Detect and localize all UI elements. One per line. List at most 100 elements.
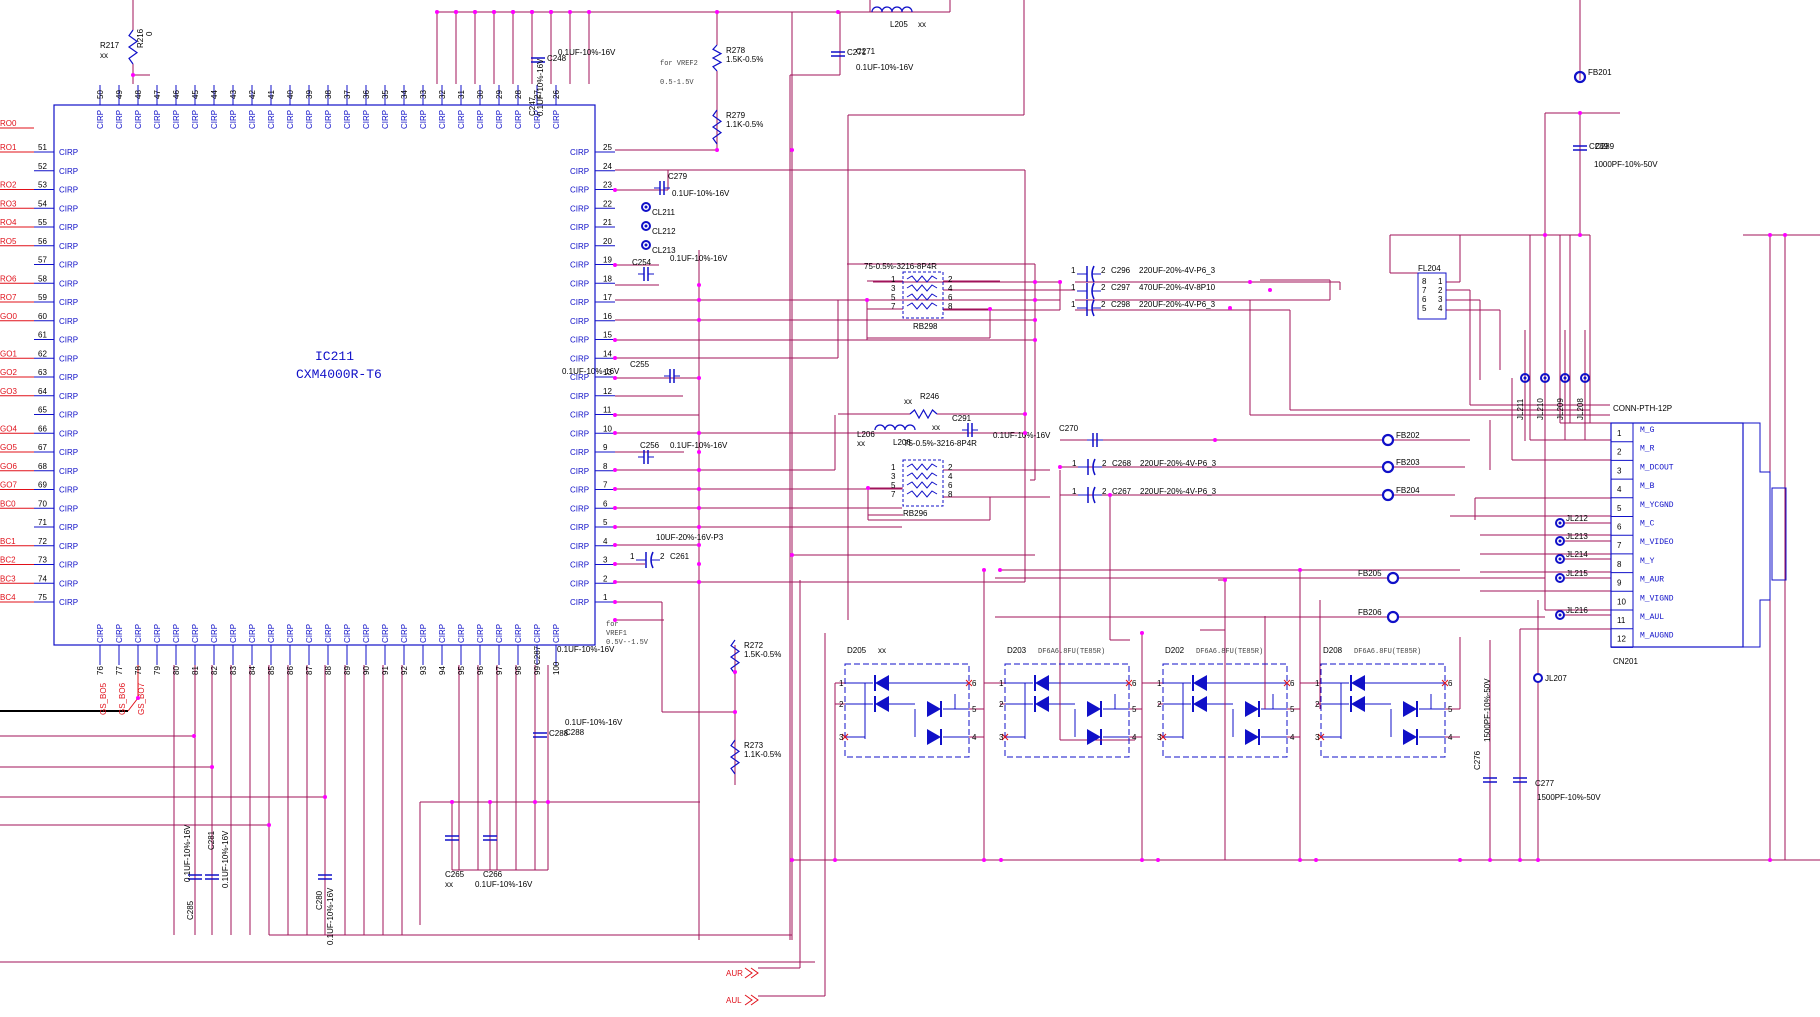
r217-val: xx [100, 51, 108, 60]
fl204-body[interactable] [1417, 272, 1447, 320]
junction-dot [323, 795, 327, 799]
resistor-icon[interactable] [127, 29, 139, 65]
ic-bottom-pin-num: 77 [115, 666, 124, 675]
c287-ref: C287 [533, 645, 542, 665]
ic-top-pin-name: CIRP [514, 110, 523, 129]
diode-triangle-icon [1245, 701, 1259, 717]
cap-pin2: 2 [1102, 487, 1107, 496]
ferrite-bead-icon[interactable] [1381, 488, 1395, 502]
ic-bottom-pin-num: 83 [229, 666, 238, 675]
junction-dot [613, 600, 617, 604]
cn201-pin-num: 11 [1617, 616, 1626, 625]
ic-top-pin-num: 26 [552, 90, 561, 99]
cap-pin1: 1 [1072, 459, 1077, 468]
ic-right-pin-name: CIRP [570, 448, 589, 457]
r246-resistor-icon[interactable] [909, 408, 938, 420]
jl-jl213-icon[interactable] [1555, 536, 1565, 546]
resistor-icon[interactable] [729, 639, 741, 675]
jumper-jl211-icon[interactable] [1520, 373, 1530, 383]
diode-val-3: DF6A6.8FU(TE85R) [1354, 648, 1421, 656]
ic-right-pin-num: 7 [603, 481, 608, 490]
resistor-icon[interactable] [729, 739, 741, 775]
ferrite-bead-icon[interactable] [1381, 460, 1395, 474]
ferrite-bead-icon[interactable] [1381, 433, 1395, 447]
ic-top-pin-name: CIRP [286, 110, 295, 129]
cn201-signal: M_G [1640, 426, 1655, 435]
rbank-resistor-icon [906, 472, 938, 480]
ic-right-pin-num: 10 [603, 424, 612, 433]
diode-pin: 6 [1448, 679, 1453, 688]
junction-dot [1108, 493, 1112, 497]
resistor-icon[interactable] [711, 44, 723, 72]
ic-top-pin-num: 41 [267, 90, 276, 99]
ic-left-pin-name: CIRP [59, 148, 78, 157]
clamp-cl212-icon[interactable] [641, 221, 651, 231]
clamp-dot-icon [644, 243, 648, 247]
ic-bottom-pin-name: CIRP [514, 624, 523, 643]
diode-block-d205[interactable] [844, 663, 970, 758]
left-net-label: BC1 [0, 537, 16, 546]
parts-layer [127, 6, 1590, 880]
diode-triangle-icon [1087, 701, 1101, 717]
ic-bottom-pin-name: CIRP [457, 624, 466, 643]
l206-ref: L206 [857, 430, 875, 439]
diode-block-d203[interactable] [1004, 663, 1130, 758]
ic-bottom-pin-num: 89 [343, 666, 352, 675]
junction-dot [613, 506, 617, 510]
jl-jl215-icon[interactable] [1555, 573, 1565, 583]
junction-dot [1768, 858, 1772, 862]
rbank-pin: 4 [948, 472, 953, 481]
resistor-ref: R273 [744, 741, 764, 750]
cn201-body[interactable] [1610, 422, 1744, 648]
ic-right-pin-name: CIRP [570, 354, 589, 363]
ic-left-pin-name: CIRP [59, 317, 78, 326]
cap-pin2: 2 [1101, 283, 1106, 292]
junction-dot [697, 431, 701, 435]
jl-jl216-icon[interactable] [1555, 610, 1565, 620]
cn201-signal: M_AUR [1640, 576, 1664, 585]
jumper-jl210-icon[interactable] [1540, 373, 1550, 383]
jumper-jl208-icon[interactable] [1580, 373, 1590, 383]
vref2-note-a: for VREF2 [660, 60, 698, 68]
c288-ref: C288 [565, 728, 585, 737]
junction-dot [1783, 233, 1787, 237]
ic-left-pin-num: 71 [38, 518, 47, 527]
capacitor-ref: C291 [952, 414, 972, 423]
resistor-icon[interactable] [711, 109, 723, 145]
ic-top-pin-name: CIRP [362, 110, 371, 129]
diode-pin: 6 [1290, 679, 1295, 688]
c279-val: 0.1UF-10%-16V [672, 189, 730, 198]
jl-jl214-icon[interactable] [1555, 554, 1565, 564]
diode-block-d208[interactable] [1320, 663, 1446, 758]
ferrite-bead-icon[interactable] [1386, 571, 1400, 585]
rbank-pin: 2 [948, 463, 953, 472]
inductor-icon[interactable] [871, 6, 913, 13]
clamp-cl211-icon[interactable] [641, 202, 651, 212]
diode-pin: 4 [1448, 733, 1453, 742]
ferrite-bead-icon[interactable] [1386, 610, 1400, 624]
inductor-icon[interactable] [874, 424, 916, 431]
junction-dot [697, 450, 701, 454]
ic-right-pin-num: 14 [603, 349, 612, 358]
ic-right-pin-num: 13 [603, 368, 612, 377]
ic-top-pin-num: 39 [305, 90, 314, 99]
jumper-jl209-icon[interactable] [1560, 373, 1570, 383]
cn201-signal: M_B [1640, 482, 1655, 491]
rb298-body[interactable] [902, 271, 944, 319]
diode-block-d202[interactable] [1162, 663, 1288, 758]
clamp-cl213-icon[interactable] [641, 240, 651, 250]
ic-left-pin-num: 69 [38, 481, 47, 490]
jl-jl212-icon[interactable] [1555, 518, 1565, 528]
bottom-net-label: GS_BO6 [118, 682, 127, 715]
jl207-icon[interactable] [1533, 673, 1543, 683]
ic-right-pin-name: CIRP [570, 298, 589, 307]
cn201-ref: CN201 [1613, 657, 1638, 666]
ic211-body[interactable] [53, 104, 596, 646]
cap-pin2: 2 [660, 552, 665, 561]
left-net-label: GO6 [0, 462, 17, 471]
ferrite-bead-icon[interactable] [1573, 70, 1587, 84]
rb296-body[interactable] [902, 459, 944, 507]
rbank-pin: 6 [948, 293, 953, 302]
l206-val: xx [857, 439, 865, 448]
jumper-label-2: JL209 [1556, 398, 1565, 420]
